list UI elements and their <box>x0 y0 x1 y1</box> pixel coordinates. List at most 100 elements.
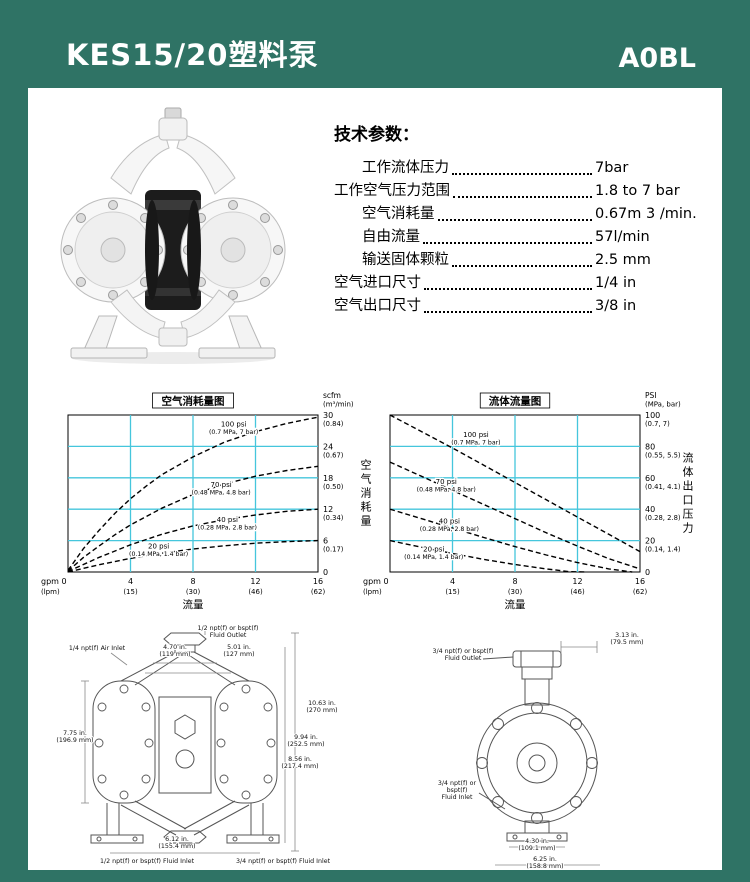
pump-art <box>60 107 286 364</box>
air-consumption-chart: 100 psi(0.7 MPa, 7 bar) 70 psi(0.48 MPa, … <box>41 391 372 611</box>
curve <box>67 416 319 571</box>
x-tick-label: 8(30) <box>186 577 201 596</box>
y-axis-title-char: 耗 <box>361 501 372 514</box>
front-view-art <box>90 632 280 844</box>
curve-label: 40 psi(0.28 MPa, 2.8 bar) <box>420 517 479 533</box>
front-view-dimension-lines <box>81 629 299 854</box>
front-view-drawing: 1/2 npt(f) or bspt(f)Fluid Outlet 1/4 npt… <box>55 624 338 866</box>
spec-row: 工作空气压力范围 1.8 to 7 bar <box>334 180 698 203</box>
y-tick-label: 60(0.41, 4.1) <box>645 474 681 491</box>
spec-row: 空气进口尺寸 1/4 in <box>334 272 698 295</box>
x-tick-label: 4(15) <box>445 577 460 596</box>
y-tick-label: 100(0.7, 7) <box>645 411 670 428</box>
y-axis-title-char: 压 <box>683 508 694 521</box>
y-axis-title-char: 体 <box>683 465 694 479</box>
dot-leader <box>452 265 592 267</box>
spec-label: 输送固体颗粒 <box>362 252 449 268</box>
chart-title: 空气消耗量图 <box>162 395 225 408</box>
x-tick-label: 16(62) <box>633 577 648 596</box>
dimension-label: 3/4 npt(f) or bspt(f) Fluid Inlet <box>236 858 331 865</box>
dimension-label: 1/4 npt(f) Air Inlet <box>69 645 126 652</box>
spec-value: 7bar <box>595 160 629 176</box>
dimension-label: 6.12 in.(155.4 mm) <box>158 836 195 850</box>
x-origin-label: gpm 0(lpm) <box>41 577 67 596</box>
pump-photo <box>53 104 293 366</box>
spec-row: 输送固体颗粒 2.5 mm <box>334 249 698 272</box>
dot-leader <box>453 196 592 198</box>
y-axis-title-char: 口 <box>683 494 694 507</box>
spec-label: 空气消耗量 <box>362 206 435 222</box>
dimension-label: 7.75 in.(196.9 mm) <box>56 730 93 744</box>
curve <box>389 461 641 570</box>
x-tick-label: 8(30) <box>508 577 523 596</box>
curve <box>67 465 319 572</box>
x-origin-label: gpm 0(lpm) <box>363 577 389 596</box>
curve-label: 100 psi(0.7 MPa, 7 bar) <box>209 421 258 437</box>
spec-value: 0.67m 3 /min. <box>595 206 697 222</box>
curve-label: 20 psi(0.14 MPa, 1.4 bar) <box>129 542 188 558</box>
y-axis-title-char: 流 <box>683 451 694 465</box>
spec-label: 工作空气压力范围 <box>334 183 450 199</box>
dimension-label: 6.25 in.(158.8 mm) <box>526 856 563 870</box>
curve-label: 40 psi(0.28 MPa, 2.8 bar) <box>198 516 257 532</box>
y-tick-label: 24(0.67) <box>323 442 344 459</box>
x-tick-label: 4(15) <box>123 577 138 596</box>
dot-leader <box>424 288 592 290</box>
y-axis-title-char: 量 <box>361 515 372 528</box>
x-tick-label: 16(62) <box>311 577 326 596</box>
curve-label: 100 psi(0.7 MPa, 7 bar) <box>451 431 500 447</box>
y-axis-unit: scfm(m³/min) <box>323 391 354 409</box>
curve-label: 70 psi(0.48 MPa, 4.8 bar) <box>417 478 476 494</box>
dot-leader <box>452 173 592 175</box>
dimension-label: 9.94 in.(252.5 mm) <box>287 734 324 748</box>
spec-label: 自由流量 <box>362 229 420 245</box>
dimension-label: 4.30 in.(109.1 mm) <box>518 838 555 852</box>
dimension-label: 1/2 npt(f) or bspt(f)Fluid Outlet <box>197 625 258 639</box>
curve-label: 70 psi(0.48 MPa, 4.8 bar) <box>192 481 251 497</box>
curve-label: 20 psi(0.14 MPa, 1.4 bar) <box>404 546 463 562</box>
y-axis-title-char: 力 <box>683 522 694 535</box>
dimension-label: 3.13 in.(79.5 mm) <box>610 632 643 646</box>
chart-title-box <box>152 392 234 409</box>
side-view-drawing: 3.13 in.(79.5 mm) 3/4 npt(f) or bspt(f)Fl… <box>431 631 644 870</box>
x-tick-label: 12(46) <box>248 577 263 596</box>
y-tick-label: 30(0.84) <box>323 411 344 428</box>
specs-heading: 技术参数： <box>334 125 419 145</box>
dimension-label: 3/4 npt(f) or bspt(f)Fluid Outlet <box>432 648 493 662</box>
y-axis-title-char: 消 <box>361 486 372 500</box>
model-code: A0BL <box>618 43 696 74</box>
chart-title-box <box>479 392 551 409</box>
dot-leader <box>424 311 592 313</box>
side-view-art <box>476 650 598 842</box>
y-axis-title-char: 气 <box>361 472 372 486</box>
x-axis-title: 流量 <box>183 598 204 611</box>
curve <box>67 539 319 573</box>
y-axis-title-char: 空 <box>361 458 372 472</box>
y-tick-label: 80(0.55, 5.5) <box>645 442 681 459</box>
spec-row: 空气消耗量 0.67m 3 /min. <box>334 203 698 226</box>
dot-leader <box>423 242 592 244</box>
y-tick-label: 20(0.14, 1.4) <box>645 537 681 554</box>
dimension-label: 1/2 npt(f) or bspt(f) Fluid Inlet <box>100 858 195 865</box>
dimension-label: 4.70 in.(119 mm) <box>159 644 190 658</box>
y-tick-label: 40(0.28, 2.8) <box>645 505 681 522</box>
y-tick-label: 6(0.17) <box>323 537 344 554</box>
chart-title: 流体流量图 <box>489 395 542 408</box>
fluid-flow-chart: 100 psi(0.7 MPa, 7 bar) 70 psi(0.48 MPa, … <box>363 391 694 611</box>
spec-value: 1/4 in <box>595 275 637 291</box>
curve <box>389 539 586 573</box>
y-tick-label: 0 <box>323 568 328 577</box>
dot-leader <box>437 219 592 221</box>
dimension-label: 5.01 in.(127 mm) <box>223 644 254 658</box>
page-title: KES15/20塑料泵 <box>66 38 319 72</box>
spec-value: 1.8 to 7 bar <box>595 183 680 199</box>
y-tick-label: 12(0.34) <box>323 505 344 522</box>
y-axis-title-char: 出 <box>683 479 694 493</box>
spec-label: 空气进口尺寸 <box>334 275 421 291</box>
spec-value: 2.5 mm <box>595 252 651 268</box>
